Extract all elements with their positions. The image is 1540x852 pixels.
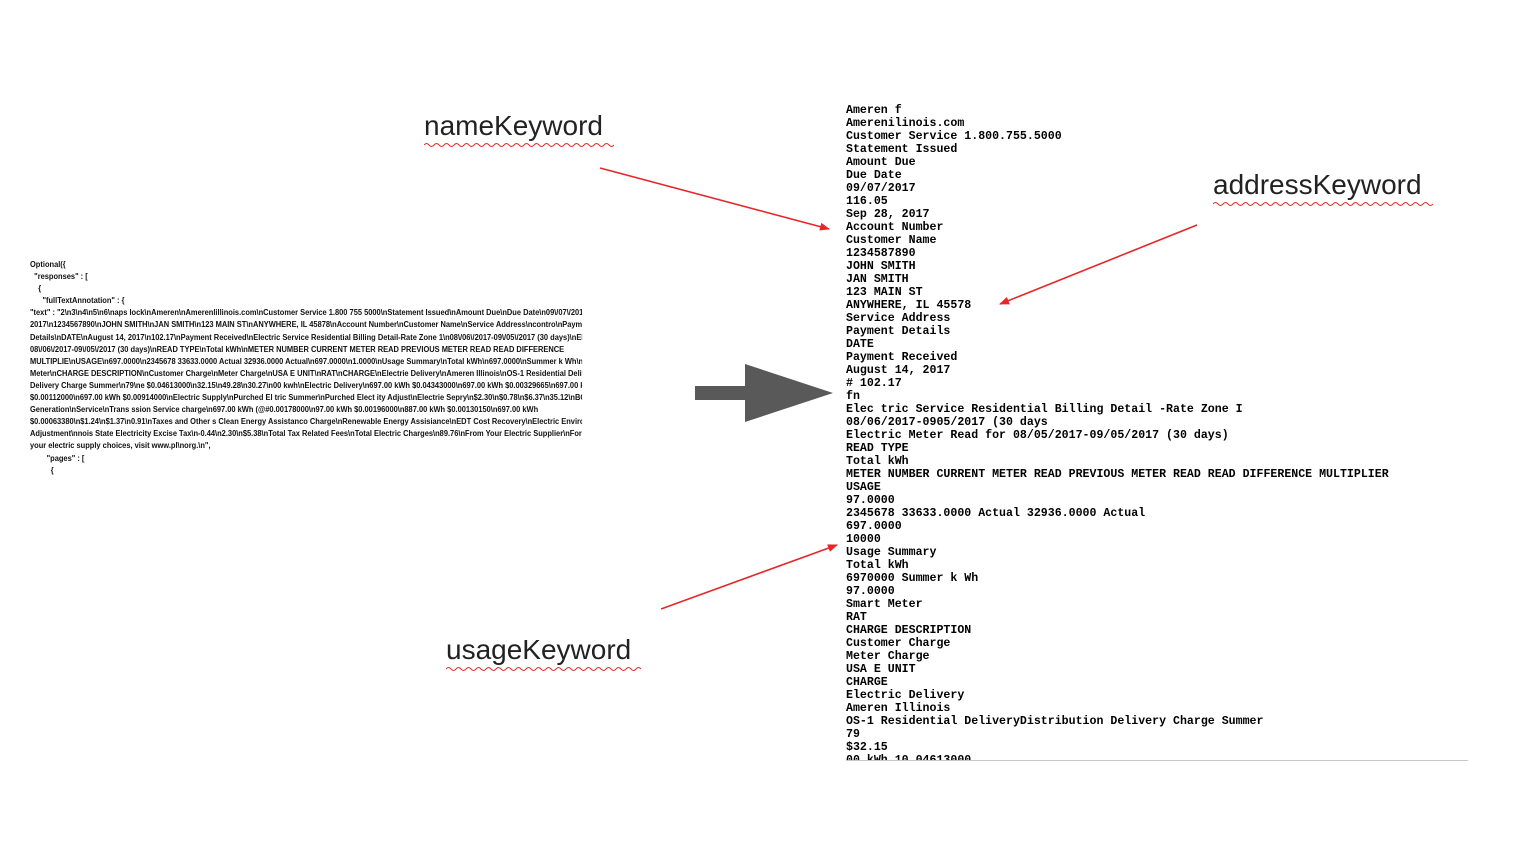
ocr-line: # 102.17 bbox=[846, 377, 902, 390]
ocr-line: 09/07/2017 bbox=[846, 182, 916, 195]
json-line: { bbox=[30, 283, 42, 294]
ocr-line: Amerenilinois.com bbox=[846, 117, 965, 130]
ocr-line: Total kWh bbox=[846, 559, 909, 572]
ocr-line: METER NUMBER CURRENT METER READ PREVIOUS… bbox=[846, 468, 1389, 481]
json-line: "responses" : [ bbox=[30, 271, 88, 282]
ocr-line: Customer Service 1.800.755.5000 bbox=[846, 130, 1062, 143]
ocr-line: August 14, 2017 bbox=[846, 364, 951, 377]
ocr-line: Customer Charge bbox=[846, 637, 951, 650]
ocr-line: READ TYPE bbox=[846, 442, 909, 455]
ocr-line: OS-1 Residential DeliveryDistribution De… bbox=[846, 715, 1264, 728]
json-line: "fullTextAnnotation" : { bbox=[30, 295, 125, 306]
ocr-line: Electric Delivery bbox=[846, 689, 965, 702]
ocr-line: 697.0000 bbox=[846, 520, 902, 533]
ocr-line: 97.0000 bbox=[846, 494, 895, 507]
usage-keyword-label: usageKeyword bbox=[446, 634, 632, 665]
ocr-line: Ameren f bbox=[846, 104, 902, 117]
ocr-line: $32.15 bbox=[846, 741, 888, 754]
ocr-line: Payment Received bbox=[846, 351, 958, 364]
json-line: Optional({ bbox=[30, 259, 66, 269]
ocr-line: ANYWHERE, IL 45578 bbox=[846, 299, 972, 312]
ocr-line: Usage Summary bbox=[846, 546, 937, 559]
ocr-line: CHARGE DESCRIPTION bbox=[846, 624, 972, 637]
ocr-line: JOHN SMITH bbox=[846, 260, 916, 273]
ocr-line: fn bbox=[846, 390, 860, 403]
json-response-panel: Optional({ "responses" : [ { "fullTextAn… bbox=[30, 258, 582, 536]
spellcheck-underline bbox=[424, 143, 614, 147]
ocr-line: RAT bbox=[846, 611, 867, 624]
ocr-line: DATE bbox=[846, 338, 874, 351]
panel-divider bbox=[846, 760, 1468, 761]
ocr-line: Sep 28, 2017 bbox=[846, 208, 930, 221]
ocr-line: 2345678 33633.0000 Actual 32936.0000 Act… bbox=[846, 507, 1146, 520]
json-text-value: "text" : "2\n3\n4\n5\n6\naps lock\nAmere… bbox=[30, 307, 583, 451]
ocr-line: 97.0000 bbox=[846, 585, 895, 598]
usage-keyword-arrow bbox=[660, 544, 838, 610]
ocr-line: Account Number bbox=[846, 221, 944, 234]
ocr-line: 00 kWh 10.04613000 bbox=[846, 754, 972, 761]
ocr-line: 08/06/2017-0905/2017 (30 days bbox=[846, 416, 1048, 429]
ocr-line: Electric Meter Read for 08/05/2017-09/05… bbox=[846, 429, 1229, 442]
name-keyword-label: nameKeyword bbox=[424, 110, 603, 141]
conversion-arrow bbox=[695, 364, 833, 422]
ocr-line: Elec tric Service Residential Billing De… bbox=[846, 403, 1243, 416]
ocr-line: Amount Due bbox=[846, 156, 916, 169]
ocr-line: 1234587890 bbox=[846, 247, 916, 260]
ocr-line: Ameren Illinois bbox=[846, 702, 951, 715]
ocr-line: Statement Issued bbox=[846, 143, 958, 156]
ocr-line: 79 bbox=[846, 728, 860, 741]
ocr-line: CHARGE bbox=[846, 676, 888, 689]
ocr-line: JAN SMITH bbox=[846, 273, 909, 286]
json-line: { bbox=[30, 464, 54, 475]
ocr-line: Customer Name bbox=[846, 234, 937, 247]
ocr-line: 10000 bbox=[846, 533, 881, 546]
ocr-line: Payment Details bbox=[846, 325, 951, 338]
spellcheck-underline bbox=[1213, 202, 1434, 206]
ocr-line: 6970000 Summer k Wh bbox=[846, 572, 979, 585]
ocr-line: Due Date bbox=[846, 169, 902, 182]
address-keyword-label: addressKeyword bbox=[1213, 169, 1422, 200]
json-line: "pages" : [ bbox=[30, 452, 85, 463]
ocr-line: Meter Charge bbox=[846, 650, 930, 663]
ocr-line: Total kWh bbox=[846, 455, 909, 468]
address-keyword-arrow bbox=[999, 224, 1198, 305]
ocr-line: USAGE bbox=[846, 481, 881, 494]
ocr-line: 123 MAIN ST bbox=[846, 286, 923, 299]
ocr-line: 116.05 bbox=[846, 195, 888, 208]
ocr-line: Smart Meter bbox=[846, 598, 923, 611]
ocr-line: USA E UNIT bbox=[846, 663, 916, 676]
ocr-line: Service Address bbox=[846, 312, 951, 325]
spellcheck-underline bbox=[446, 667, 642, 671]
name-keyword-arrow bbox=[599, 167, 830, 231]
